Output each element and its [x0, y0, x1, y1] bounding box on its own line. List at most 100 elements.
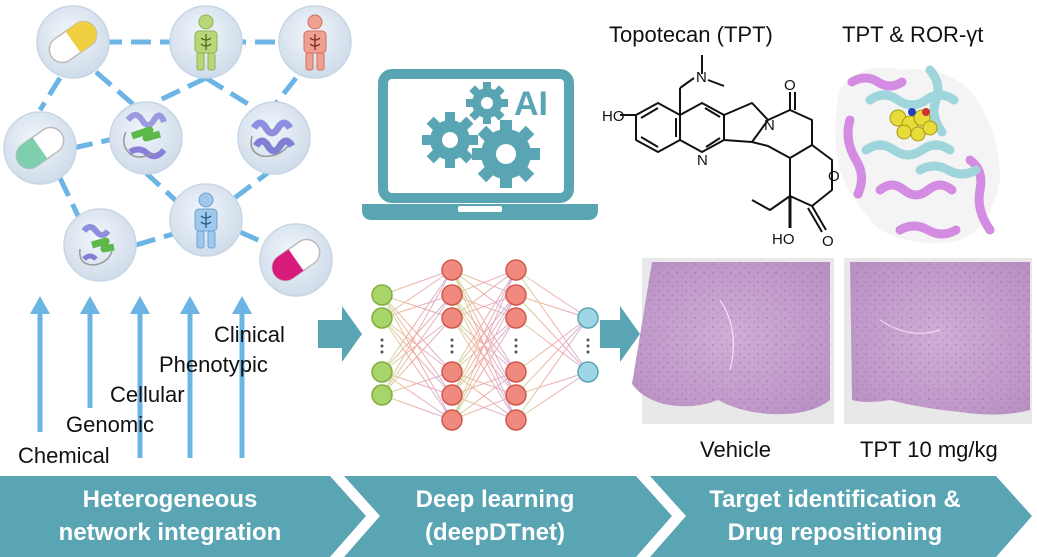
- histology-vehicle-image: [632, 258, 834, 424]
- label-cellular: Cellular: [110, 382, 185, 407]
- nn-node-layer-2: [441, 284, 463, 306]
- protein-icon-2: [250, 119, 296, 158]
- stage-1-line-1: Heterogeneous: [83, 486, 258, 513]
- nn-node-layer-2: [441, 409, 463, 431]
- nn-edge: [381, 294, 453, 319]
- stage-3-line-1: Target identification &: [709, 486, 961, 513]
- atom-o-carbonyl: O: [784, 77, 796, 94]
- label-genomic: Genomic: [66, 412, 154, 437]
- nn-node-layer-2: [441, 384, 463, 406]
- gear-icon-large: [472, 120, 540, 188]
- protein-icon-1: [123, 112, 167, 160]
- stage-2-line-1: Deep learning: [416, 486, 575, 513]
- label-clinical: Clinical: [214, 322, 285, 347]
- nn-edge: [381, 269, 453, 373]
- pill-icon-green: [15, 126, 65, 170]
- nn-edge: [381, 269, 453, 319]
- neural-network-nodes: [371, 259, 599, 431]
- nn-node-layer-1: [371, 361, 393, 383]
- molecule-atom-labels: HO N N N O O HO O: [602, 69, 840, 250]
- ai-label: AI: [514, 85, 548, 123]
- nn-edge: [451, 294, 517, 319]
- stage-chevron-3: [650, 476, 1032, 557]
- stage-2-line-2: (deepDTnet): [425, 519, 565, 546]
- nn-edge: [515, 317, 589, 421]
- histology-tpt-image: [844, 258, 1032, 424]
- stage-1-line-2: network integration: [59, 519, 282, 546]
- pill-icon-yellow: [48, 20, 98, 64]
- nn-edge: [515, 371, 589, 396]
- atom-ho-tertiary: HO: [772, 231, 795, 248]
- stage-chevron-2: [344, 476, 672, 557]
- nn-edge: [381, 269, 453, 396]
- nn-edge: [381, 294, 453, 421]
- caption-tpt-dose: TPT 10 mg/kg: [860, 437, 998, 462]
- data-type-arrows: [30, 296, 252, 458]
- patient-icon-green: [194, 14, 218, 71]
- nn-node-layer-2: [441, 361, 463, 383]
- nn-node-layer-4: [577, 307, 599, 329]
- nn-edge: [515, 294, 589, 373]
- patient-icon-blue: [194, 192, 218, 249]
- nn-edge: [515, 371, 589, 421]
- atom-o-ester: O: [822, 233, 834, 250]
- caption-vehicle: Vehicle: [700, 437, 771, 462]
- nn-node-layer-1: [371, 384, 393, 406]
- nn-edge: [451, 294, 517, 421]
- nn-edge: [381, 371, 453, 421]
- flow-arrow-2: [600, 306, 640, 362]
- atom-n-ring: N: [697, 152, 708, 169]
- nn-edge: [451, 371, 517, 396]
- nn-edge: [451, 269, 517, 373]
- nn-edge: [381, 317, 453, 396]
- gear-icon-small: [466, 82, 508, 124]
- nn-edge: [381, 394, 453, 421]
- nn-node-layer-2: [441, 259, 463, 281]
- stage-banner: [0, 476, 1032, 557]
- molecule-title: Topotecan (TPT): [609, 22, 773, 47]
- atom-n-amine: N: [696, 69, 707, 86]
- protein-complex-image: [835, 65, 1000, 244]
- protein-title: TPT & ROR-γt: [842, 22, 983, 47]
- nn-edge: [515, 317, 589, 373]
- nn-edge: [515, 269, 589, 373]
- nn-edge: [451, 317, 517, 421]
- label-phenotypic: Phenotypic: [159, 352, 268, 377]
- nn-edge: [381, 269, 453, 296]
- nn-node-layer-4: [577, 361, 599, 383]
- nn-edge: [515, 294, 589, 319]
- nn-node-layer-3: [505, 307, 527, 329]
- nn-edge: [451, 371, 517, 421]
- nn-node-layer-1: [371, 284, 393, 306]
- nn-edge: [381, 371, 453, 396]
- gear-icon-left: [422, 112, 478, 168]
- nn-ellipsis: [380, 338, 590, 354]
- nn-node-layer-3: [505, 259, 527, 281]
- atom-n-pyridone: N: [764, 117, 775, 134]
- nn-edge: [515, 269, 589, 319]
- patient-icon-red: [303, 14, 327, 71]
- nn-node-layer-3: [505, 361, 527, 383]
- nn-node-layer-2: [441, 307, 463, 329]
- stage-3-line-2: Drug repositioning: [728, 519, 943, 546]
- nn-edge: [451, 269, 517, 296]
- laptop-icon: [362, 69, 598, 220]
- nn-edge: [515, 317, 589, 396]
- atom-o-lactone: O: [828, 168, 840, 185]
- pill-icon-magenta: [271, 238, 321, 282]
- nn-node-layer-3: [505, 384, 527, 406]
- topotecan-structure: [620, 55, 833, 233]
- nn-node-layer-1: [371, 307, 393, 329]
- nn-node-layer-3: [505, 284, 527, 306]
- protein-icon-3: [79, 224, 115, 266]
- flow-arrow-1: [318, 306, 362, 362]
- nn-edge: [381, 317, 453, 421]
- nn-edge: [381, 294, 453, 396]
- nn-node-layer-3: [505, 409, 527, 431]
- nn-edge: [451, 269, 517, 319]
- stage-chevron-1: [0, 476, 366, 557]
- nn-edge: [451, 269, 517, 396]
- atom-ho: HO: [602, 108, 625, 125]
